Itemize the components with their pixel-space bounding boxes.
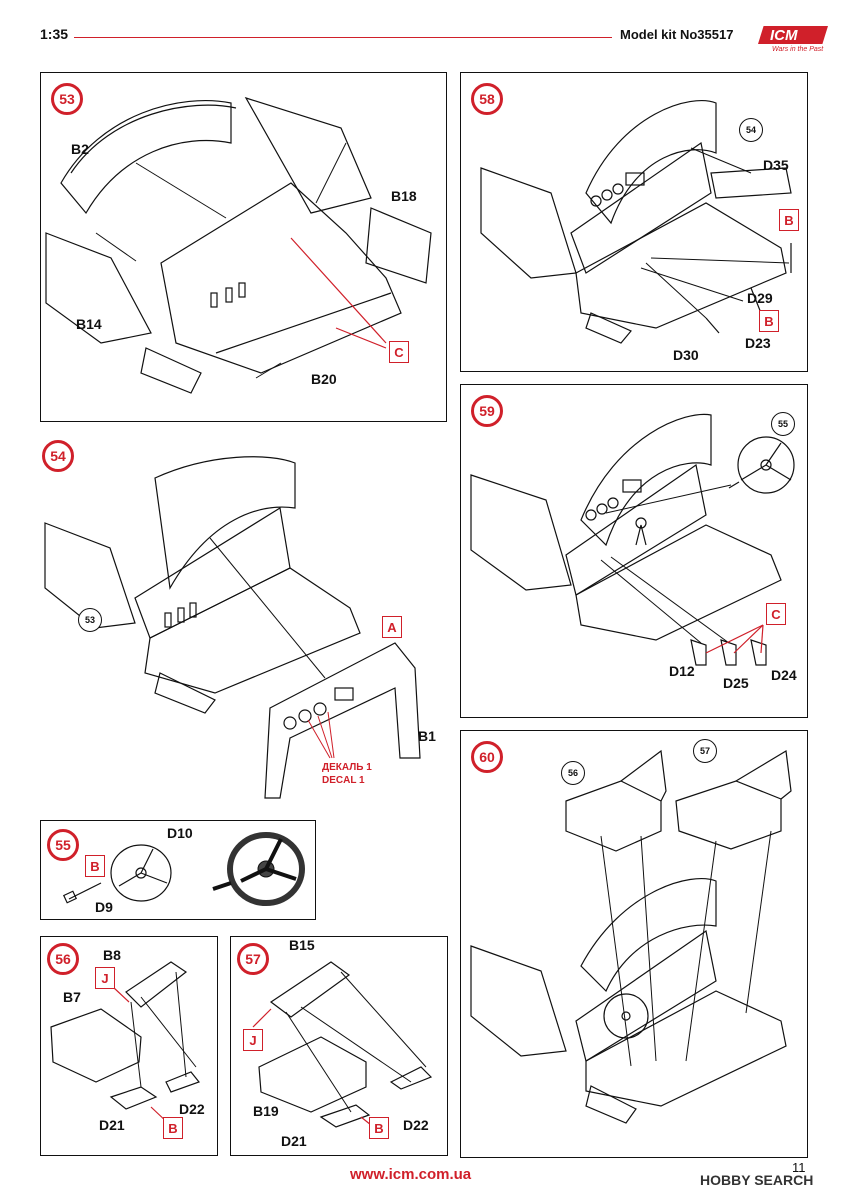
step-59-drawing (470, 413, 795, 666)
kit-number: Model kit No35517 (620, 27, 734, 42)
part-b8-label: B8 (103, 947, 121, 963)
step-58-drawing (480, 100, 792, 344)
glue-c-marker-59: C (766, 603, 786, 625)
step-54-area: 54 53 A B1 ДЕКАЛЬ 1 DECAL 1 (40, 438, 445, 808)
glue-a-marker: A (382, 616, 402, 638)
part-d21-label: D21 (99, 1117, 125, 1133)
glue-c-marker: C (389, 341, 409, 363)
step-53-number: 53 (51, 83, 83, 115)
step-59-ref: 55 (771, 412, 795, 436)
page-number: 11 (792, 1160, 806, 1175)
step-59-panel: 59 55 C D12 D25 D24 (460, 384, 808, 718)
part-d35-label: D35 (763, 157, 789, 173)
part-b2-label: B2 (71, 141, 89, 157)
part-b7-label: B7 (63, 989, 81, 1005)
step-59-number: 59 (471, 395, 503, 427)
step-57-panel: 57 B15 J B19 D21 B D22 (230, 936, 448, 1156)
glue-j-marker-56: J (95, 967, 115, 989)
step-54-ref: 53 (78, 608, 102, 632)
part-d9-label: D9 (95, 899, 113, 915)
part-d30-label: D30 (673, 347, 699, 363)
step-57-drawing (252, 961, 433, 1128)
part-b19-label: B19 (253, 1103, 279, 1119)
brand-logo: ICM Wars in the Past (758, 22, 828, 56)
step-53-panel: 53 B2 B18 B14 B20 C (40, 72, 447, 422)
part-d24-label: D24 (771, 667, 797, 683)
step-58-number: 58 (471, 83, 503, 115)
scale-label: 1:35 (40, 26, 69, 42)
watermark: HOBBY SEARCH (700, 1172, 814, 1188)
glue-b-marker-57: B (369, 1117, 389, 1139)
part-d12-label: D12 (669, 663, 695, 679)
part-d22-label-57: D22 (403, 1117, 429, 1133)
glue-j-marker-57: J (243, 1029, 263, 1051)
part-d22-label: D22 (179, 1101, 205, 1117)
step-56-panel: 56 B8 J B7 D22 D21 B (40, 936, 218, 1156)
step-56-number: 56 (47, 943, 79, 975)
part-d23-label: D23 (745, 335, 771, 351)
step-55-drawing (62, 832, 305, 906)
footer-url[interactable]: www.icm.com.ua (350, 1166, 472, 1183)
step-60-ref-56: 56 (561, 761, 585, 785)
part-d25-label: D25 (723, 675, 749, 691)
part-b18-label: B18 (391, 188, 417, 204)
part-b20-label: B20 (311, 371, 337, 387)
part-b14-label: B14 (76, 316, 102, 332)
step-56-drawing (50, 961, 200, 1125)
step-60-ref-57: 57 (693, 739, 717, 763)
part-d29-label: D29 (747, 290, 773, 306)
step-58-ref: 54 (739, 118, 763, 142)
glue-b-marker-2: B (759, 310, 779, 332)
step-57-number: 57 (237, 943, 269, 975)
part-b1-label: B1 (418, 728, 436, 744)
step-60-number: 60 (471, 741, 503, 773)
glue-b-marker-55: B (85, 855, 105, 877)
glue-b-marker-1: B (779, 209, 799, 231)
step-54-number: 54 (42, 440, 74, 472)
step-60-drawing (470, 749, 792, 1124)
step-53-drawing (45, 96, 432, 394)
glue-b-marker-56: B (163, 1117, 183, 1139)
part-d10-label: D10 (167, 825, 193, 841)
step-58-panel: 58 54 D35 B D29 B D30 D23 (460, 72, 808, 372)
step-60-panel: 60 56 57 (460, 730, 808, 1158)
part-b15-label: B15 (289, 937, 315, 953)
decal-1-label: ДЕКАЛЬ 1 DECAL 1 (322, 762, 372, 786)
step-55-number: 55 (47, 829, 79, 861)
step-54-drawing (44, 456, 421, 799)
part-d21-label-57: D21 (281, 1133, 307, 1149)
step-55-panel: 55 D10 B D9 (40, 820, 316, 920)
header-rule (74, 37, 612, 38)
